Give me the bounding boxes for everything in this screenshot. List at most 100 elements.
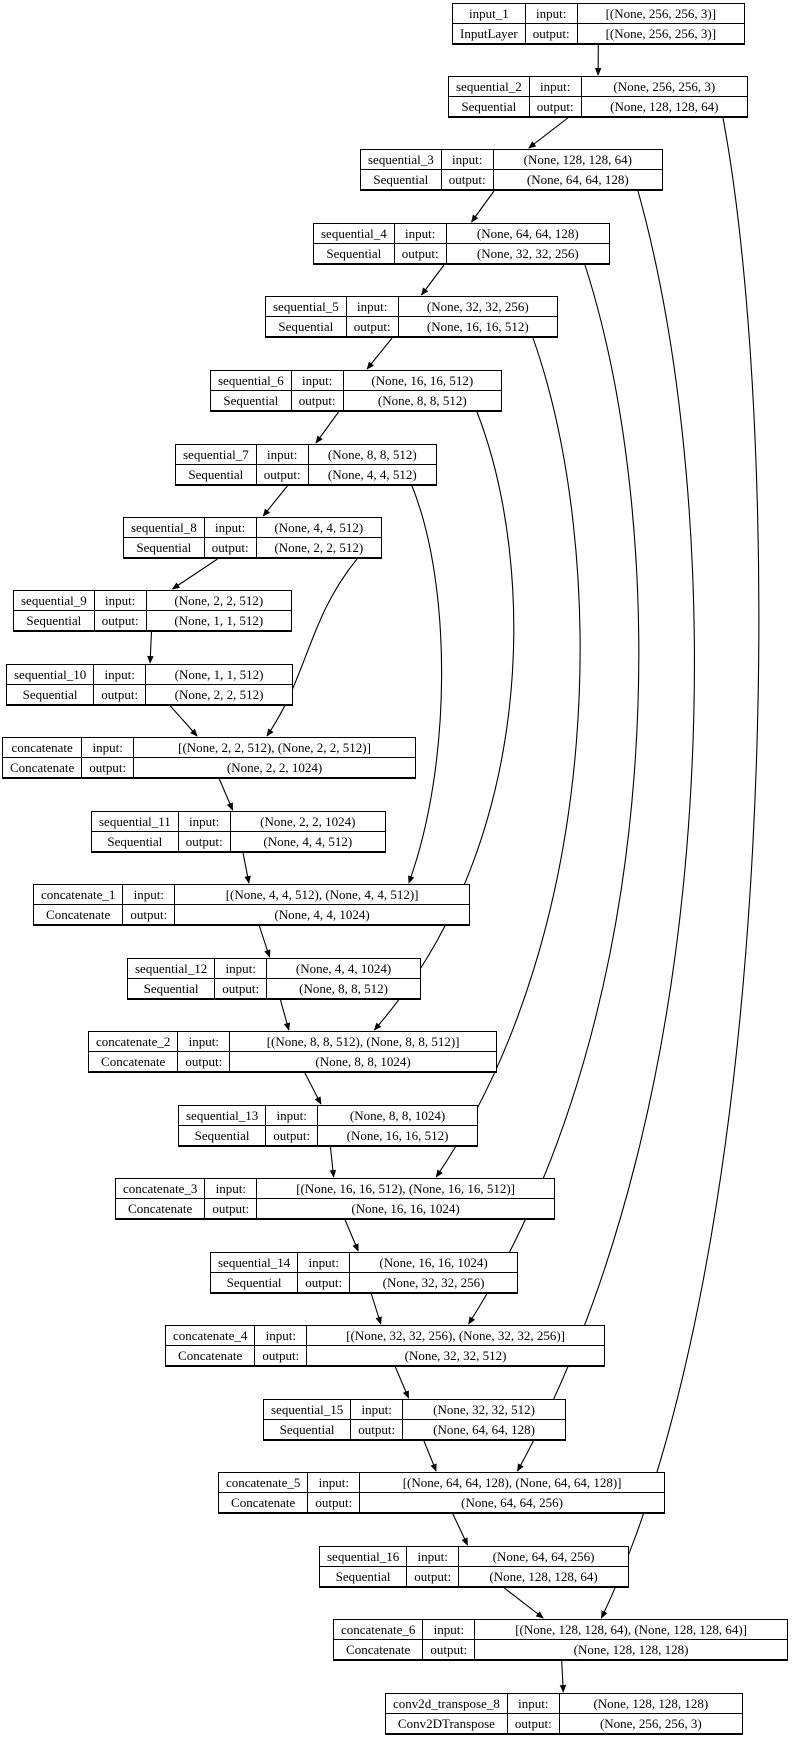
input-row-label: input: [298, 1253, 350, 1272]
layer-name: sequential_4 [314, 224, 394, 243]
layer-type: Sequential [14, 611, 94, 630]
layer-name: sequential_11 [92, 812, 178, 831]
output-shape: (None, 4, 4, 512) [308, 465, 436, 484]
layer-type: Concatenate [166, 1346, 255, 1365]
edge-sequential_5-to-sequential_6 [366, 337, 393, 370]
output-row-label: output: [178, 832, 230, 851]
layer-type: Sequential [264, 1420, 351, 1439]
edge-sequential_12-to-concatenate_2 [279, 999, 291, 1031]
output-row-label: output: [94, 611, 146, 630]
output-shape: [(None, 256, 256, 3)] [577, 24, 744, 43]
input-shape: (None, 1, 1, 512) [146, 665, 292, 684]
input-shape: (None, 32, 32, 256) [398, 297, 557, 316]
edge-sequential_6-to-concatenate_2-skip-connection [373, 411, 515, 1031]
output-row-label: output: [291, 391, 343, 410]
input-shape: [(None, 4, 4, 512), (None, 4, 4, 512)] [175, 885, 469, 904]
layer-type: Sequential [320, 1567, 407, 1586]
layer-name: concatenate_4 [166, 1326, 255, 1345]
layer-name: concatenate_3 [116, 1179, 205, 1198]
input-shape: [(None, 128, 128, 64), (None, 128, 128, … [475, 1620, 787, 1639]
input-shape: [(None, 256, 256, 3)] [577, 4, 744, 23]
layer-type: Concatenate [3, 758, 82, 777]
layer-type: Concatenate [334, 1640, 423, 1659]
input-row-label: input: [205, 1179, 257, 1198]
layer-type: InputLayer [453, 24, 525, 43]
layer-name: sequential_15 [264, 1400, 351, 1419]
output-row-label: output: [123, 905, 175, 924]
layer-type: Sequential [211, 1273, 298, 1292]
input-shape: [(None, 2, 2, 512), (None, 2, 2, 512)] [134, 738, 415, 757]
input-row-label: input: [255, 1326, 307, 1345]
edge-concatenate_6-to-conv2d_transpose_8 [559, 1660, 567, 1693]
input-row-label: input: [423, 1620, 475, 1639]
edge-sequential_5-to-concatenate_3-skip-connection [435, 337, 581, 1178]
layer-name: conv2d_transpose_8 [386, 1694, 507, 1713]
input-row-label: input: [407, 1547, 459, 1566]
layer-name: input_1 [453, 4, 525, 23]
output-shape: (None, 16, 16, 512) [318, 1126, 477, 1145]
input-row-label: input: [94, 591, 146, 610]
edge-concatenate_4-to-sequential_15 [394, 1366, 410, 1399]
output-shape: (None, 128, 128, 64) [459, 1567, 628, 1586]
layer-name: concatenate_2 [89, 1032, 178, 1051]
input-row-label: input: [204, 518, 256, 537]
layer-name: sequential_2 [449, 77, 529, 96]
input-shape: (None, 2, 2, 1024) [230, 812, 385, 831]
layer-type: Sequential [179, 1126, 266, 1145]
output-row-label: output: [256, 465, 308, 484]
input-row-label: input: [291, 371, 343, 390]
input-shape: (None, 8, 8, 512) [308, 445, 436, 464]
input-row-label: input: [308, 1473, 360, 1492]
layer-type: Concatenate [116, 1199, 205, 1218]
output-shape: (None, 4, 4, 1024) [175, 905, 469, 924]
output-shape: (None, 8, 8, 512) [343, 391, 501, 410]
input-shape: [(None, 16, 16, 512), (None, 16, 16, 512… [257, 1179, 554, 1198]
layer-name: sequential_16 [320, 1547, 407, 1566]
edge-concatenate_5-to-sequential_16 [452, 1513, 468, 1546]
edge-sequential_8-to-sequential_9 [171, 558, 218, 590]
input-shape: [(None, 32, 32, 256), (None, 32, 32, 256… [307, 1326, 604, 1345]
output-row-label: output: [204, 538, 256, 557]
input-row-label: input: [215, 959, 267, 978]
output-shape: (None, 256, 256, 3) [559, 1714, 742, 1733]
output-row-label: output: [94, 685, 146, 704]
layer-type: Sequential [266, 317, 346, 336]
input-shape: (None, 128, 128, 128) [559, 1694, 742, 1713]
input-shape: (None, 256, 256, 3) [581, 77, 747, 96]
output-shape: (None, 32, 32, 512) [307, 1346, 604, 1365]
edge-sequential_3-to-sequential_4 [471, 190, 495, 223]
layer-type: Conv2DTranspose [386, 1714, 507, 1733]
layer-type: Sequential [314, 244, 394, 263]
input-row-label: input: [82, 738, 134, 757]
layer-name: concatenate [3, 738, 82, 757]
output-shape: (None, 16, 16, 1024) [257, 1199, 554, 1218]
edge-concatenate_2-to-sequential_13 [304, 1072, 322, 1105]
output-shape: (None, 64, 64, 256) [360, 1493, 664, 1512]
layer-type: Concatenate [89, 1052, 178, 1071]
input-row-label: input: [507, 1694, 559, 1713]
edge-group [147, 44, 760, 1693]
layer-type: Sequential [449, 97, 529, 116]
input-row-label: input: [394, 224, 446, 243]
output-shape: (None, 32, 32, 256) [350, 1273, 517, 1292]
output-shape: (None, 128, 128, 64) [581, 97, 747, 116]
input-row-label: input: [123, 885, 175, 904]
layer-name: sequential_14 [211, 1253, 298, 1272]
output-shape: (None, 1, 1, 512) [146, 611, 291, 630]
input-shape: (None, 2, 2, 512) [146, 591, 291, 610]
edge-sequential_13-to-concatenate_3 [329, 1146, 337, 1178]
input-row-label: input: [525, 4, 577, 23]
layer-name: sequential_5 [266, 297, 346, 316]
